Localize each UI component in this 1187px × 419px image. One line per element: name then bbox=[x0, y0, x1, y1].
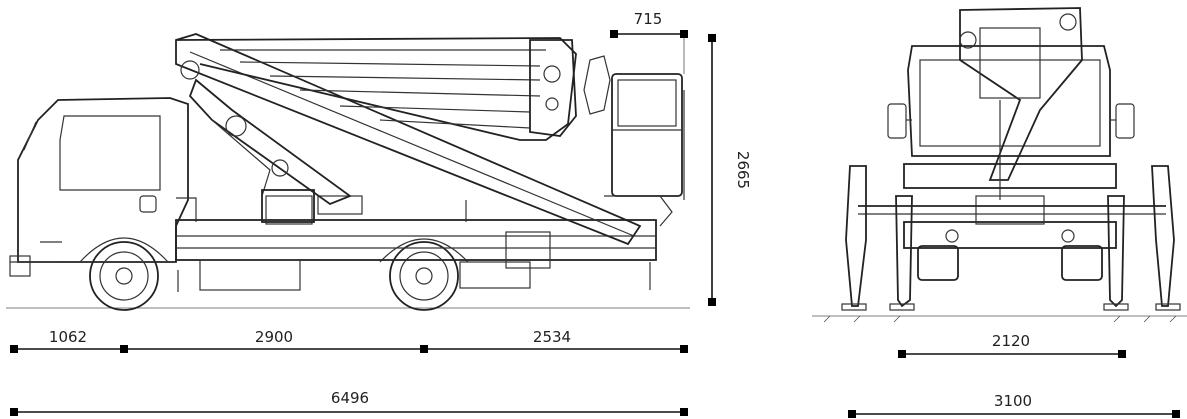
front-view-truck bbox=[812, 7, 1187, 323]
rear-wheel bbox=[379, 238, 469, 311]
dim-wheelbase: 2900 bbox=[255, 328, 293, 346]
dim-height: 2665 bbox=[734, 151, 752, 189]
side-view-truck bbox=[6, 33, 690, 311]
platform-basket bbox=[583, 55, 685, 227]
front-view-dimensions bbox=[848, 350, 1180, 418]
side-view-dimensions bbox=[10, 30, 716, 416]
chassis-frame bbox=[175, 195, 657, 292]
boom-arm bbox=[175, 33, 642, 246]
dim-rear-overhang: 2534 bbox=[533, 328, 571, 346]
dim-overall-length: 6496 bbox=[331, 389, 369, 407]
front-wheel bbox=[79, 237, 169, 311]
dim-outrigger-span: 2120 bbox=[992, 332, 1030, 350]
dim-platform-depth: 715 bbox=[634, 10, 663, 28]
truck-cab bbox=[9, 97, 189, 277]
dim-max-width: 3100 bbox=[994, 392, 1032, 410]
dim-front-overhang: 1062 bbox=[49, 328, 87, 346]
